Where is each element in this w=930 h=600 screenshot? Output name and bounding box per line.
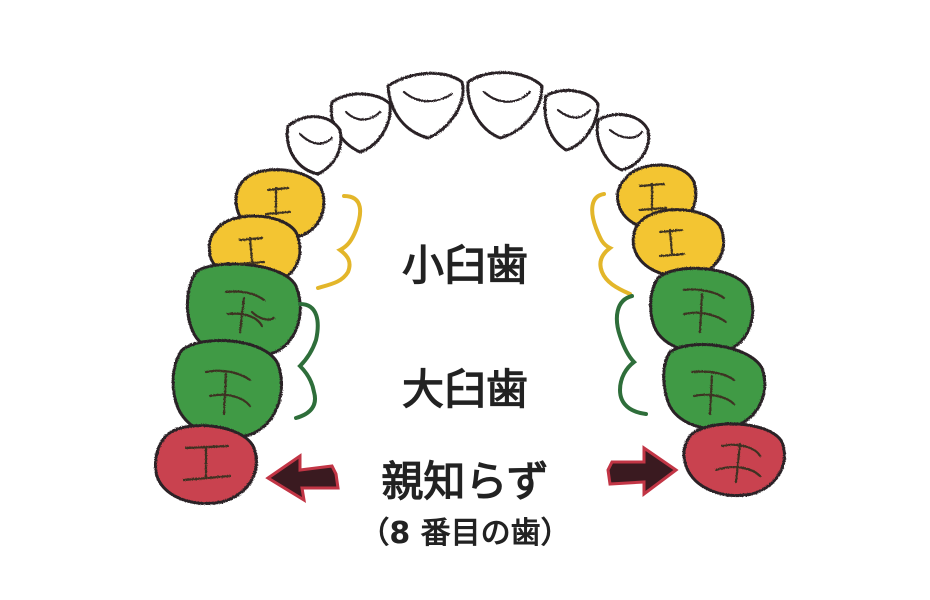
premolar-bracket-left bbox=[316, 194, 363, 290]
front-teeth-group bbox=[285, 71, 651, 176]
molar-tooth bbox=[662, 343, 767, 431]
molar-tooth bbox=[185, 262, 302, 359]
premolar-bracket-right bbox=[590, 192, 632, 296]
wisdom-arrow-left bbox=[265, 453, 340, 503]
premolar-label: 小臼歯 bbox=[401, 241, 528, 290]
wisdom-tooth-label: 親知らず bbox=[381, 457, 549, 506]
premolar-teeth-group bbox=[207, 163, 726, 285]
front-tooth bbox=[543, 88, 600, 152]
molar-bracket-left bbox=[294, 302, 320, 420]
front-tooth bbox=[386, 71, 465, 140]
front-tooth bbox=[595, 113, 651, 172]
premolar-tooth bbox=[631, 208, 726, 279]
bracket-group bbox=[294, 192, 648, 420]
front-tooth bbox=[466, 71, 544, 140]
molar-label: 大臼歯 bbox=[401, 365, 528, 414]
wisdom-arrow-right bbox=[606, 445, 679, 497]
front-tooth bbox=[285, 115, 343, 176]
molar-bracket-right bbox=[614, 294, 648, 416]
tooth-detail-strokes bbox=[182, 90, 762, 484]
arrow-group bbox=[265, 445, 679, 503]
wisdom-tooth-sublabel: （8 番目の歯） bbox=[359, 516, 571, 551]
molar-tooth bbox=[171, 339, 283, 439]
wisdom-tooth bbox=[682, 422, 786, 498]
